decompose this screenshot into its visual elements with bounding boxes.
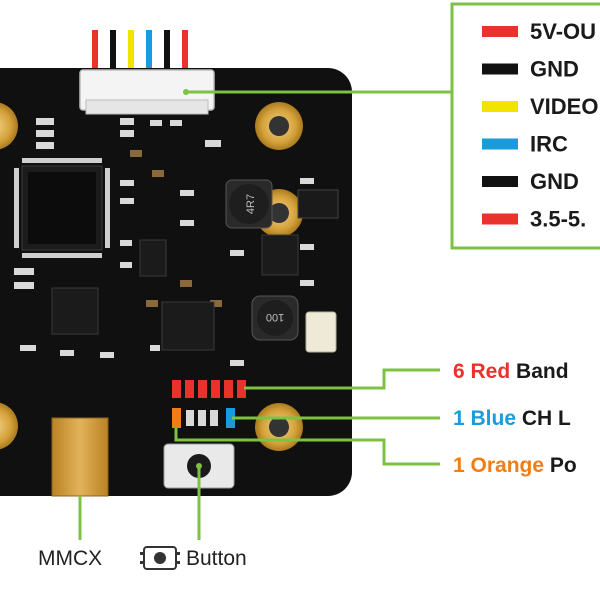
led-orange — [172, 408, 181, 428]
pin-legend-box — [450, 2, 600, 250]
pin-label-1: 5V-OU — [530, 19, 596, 44]
leader-red-leds — [244, 368, 440, 390]
pin-color-swatch-5 — [482, 176, 518, 187]
led-blue — [226, 408, 235, 428]
mmcx-label: MMCX — [38, 547, 102, 570]
wire-red-2 — [182, 30, 188, 72]
button-label: Button — [186, 547, 247, 570]
pin-label-2: GND — [530, 57, 579, 82]
qfn-chip-left — [51, 287, 99, 335]
wire-black-2 — [164, 30, 170, 72]
led-callout-2: 1 Blue CH L — [453, 407, 571, 430]
wire-red-1 — [92, 30, 98, 72]
inductor-mark-label: 4R7 — [245, 194, 257, 214]
pcb-board: 4R7 100 — [0, 68, 352, 497]
led-callout-1-function: Band — [516, 360, 569, 383]
led-callout-3-function: Po — [550, 454, 577, 477]
sot-chip-right — [261, 234, 299, 276]
inductor2-mark-label: 100 — [266, 311, 284, 323]
wire-blue — [146, 30, 152, 72]
pin-color-swatch-2 — [482, 63, 518, 75]
led-callout-1-color-word: Red — [471, 360, 517, 383]
connector-wires — [92, 30, 188, 72]
led-red-group — [172, 380, 246, 398]
wire-yellow — [128, 30, 134, 72]
qfn-chip-center — [161, 301, 215, 351]
led-red-2 — [185, 380, 194, 398]
led-callout-3: 1 Orange Po — [453, 454, 577, 477]
led-red-6 — [237, 380, 246, 398]
mount-pad-top-left — [0, 102, 18, 150]
pin-label-3: VIDEO — [530, 94, 598, 119]
led-callout-1: 6 Red Band — [453, 360, 569, 383]
pin-color-swatch-3 — [482, 101, 518, 112]
leader-lines — [78, 90, 452, 540]
mount-pad-bottom-left — [0, 402, 18, 450]
button-icon — [140, 546, 180, 570]
led-callout-2-color-word: Blue — [471, 407, 522, 430]
pin-label-6: 3.5-5. — [530, 207, 586, 232]
mmcx-connector — [51, 417, 109, 497]
pin-legend: 5V-OU GND VIDEO IRC GND 3.5-5. — [450, 2, 600, 250]
regulator-chip — [297, 189, 339, 219]
pin-color-swatch-6 — [482, 213, 518, 225]
pin-label-5: GND — [530, 169, 579, 194]
wire-black-1 — [110, 30, 116, 72]
led-callout-2-count: 1 — [453, 407, 471, 430]
led-callout-3-count: 1 — [453, 454, 471, 477]
smd-passives — [14, 118, 314, 366]
leader-orange-led — [174, 428, 440, 466]
led-red-1 — [172, 380, 181, 398]
led-red-5 — [224, 380, 233, 398]
pin-color-swatch-1 — [482, 26, 518, 37]
led-callout-2-function: CH L — [522, 407, 571, 430]
led-red-3 — [198, 380, 207, 398]
transistor — [139, 239, 167, 277]
pin-label-4: IRC — [530, 132, 568, 157]
crystal — [305, 311, 337, 353]
led-callout-3-color-word: Orange — [471, 454, 550, 477]
pin-color-swatch-4 — [482, 138, 518, 150]
mcu-pins — [14, 158, 110, 258]
led-red-4 — [211, 380, 220, 398]
led-callout-1-count: 6 — [453, 360, 471, 383]
